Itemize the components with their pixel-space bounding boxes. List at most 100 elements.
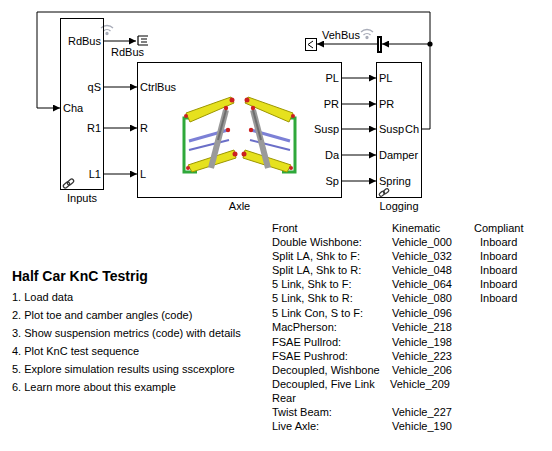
label-slot: Compliant xyxy=(474,222,524,235)
label-slot: R1 xyxy=(87,122,101,135)
port-name: Sp xyxy=(326,175,339,187)
label-slot: Da xyxy=(325,149,339,162)
table-cell: Vehicle_227 xyxy=(392,406,452,418)
table-cell: Vehicle_064 xyxy=(392,278,452,290)
library-link-icon xyxy=(63,178,75,189)
table-cell: Vehicle_198 xyxy=(392,336,452,348)
label-slot: Vehicle_223 xyxy=(392,350,452,363)
label-slot: Vehicle_064 xyxy=(392,278,452,291)
signal-line xyxy=(342,104,376,105)
port-name: CtrlBus xyxy=(140,81,176,93)
port-name: Cha xyxy=(63,102,83,114)
table-cell: 5 Link Con, S to F: xyxy=(272,307,363,319)
table-cell: Twist Beam: xyxy=(272,406,332,418)
signal-line xyxy=(104,41,136,42)
label-slot: Susp xyxy=(314,123,339,136)
label-slot: 5 Link, Shk to F: xyxy=(272,278,351,291)
label-slot: Vehicle_206 xyxy=(392,364,452,377)
bus-element-mark xyxy=(308,41,313,48)
label-slot: Double Wishbone: xyxy=(272,236,362,249)
signal-name: VehBus xyxy=(322,29,360,41)
table-cell: Vehicle_000 xyxy=(392,236,452,248)
port-name: Ch xyxy=(405,123,419,135)
wireless-icon xyxy=(361,30,373,39)
port-name: R1 xyxy=(87,122,101,134)
label-slot: Vehicle_198 xyxy=(392,336,452,349)
block-name: Inputs xyxy=(60,192,104,205)
table-cell: Rear xyxy=(272,392,296,404)
label-slot: MacPherson: xyxy=(272,321,337,334)
label-slot: R xyxy=(140,122,148,135)
label-slot: PR xyxy=(379,98,394,111)
table-cell: 5 Link, Shk to R: xyxy=(272,292,353,304)
suspension-left xyxy=(184,97,238,172)
table-cell: Decoupled, Wishbone xyxy=(272,364,380,376)
table-cell: Vehicle_080 xyxy=(392,292,452,304)
port-name: PR xyxy=(324,98,339,110)
label-slot: Sp xyxy=(326,175,339,188)
table-cell: FSAE Pullrod: xyxy=(272,336,341,348)
table-cell: Vehicle_223 xyxy=(392,350,452,362)
label-slot: Decoupled, Wishbone xyxy=(272,364,380,377)
menu-item: 2. Plot toe and camber angles (code) xyxy=(12,309,192,321)
menu-item: 5. Explore simulation results using ssce… xyxy=(12,363,235,375)
subsystem-block: Logging xyxy=(376,62,422,213)
port-name: L1 xyxy=(89,168,101,180)
label-slot: FSAE Pushrod: xyxy=(272,350,348,363)
block-name: RdBus xyxy=(111,46,149,59)
table-header: Kinematic xyxy=(392,222,440,234)
table-cell: Inboard xyxy=(480,236,517,248)
table-cell: Inboard xyxy=(480,264,517,276)
label-slot: 4. Plot KnC test sequence xyxy=(12,345,139,358)
table-cell: FSAE Pushrod: xyxy=(272,350,348,362)
label-slot: Vehicle_032 xyxy=(392,250,452,263)
label-slot: Rear xyxy=(272,392,296,405)
label-slot: Decoupled, Five Link xyxy=(272,378,375,391)
port-name: R xyxy=(140,122,148,134)
terminator-symbol xyxy=(136,35,149,46)
port-name: PR xyxy=(379,98,394,110)
signal-line xyxy=(104,87,137,88)
label-slot: Vehicle_080 xyxy=(392,292,452,305)
port-name: PL xyxy=(379,72,392,84)
label-slot: L xyxy=(140,168,146,181)
label-slot: Vehicle_227 xyxy=(392,406,452,419)
label-slot: Front xyxy=(272,222,298,235)
label-slot: Cha xyxy=(63,102,83,115)
table-cell: MacPherson: xyxy=(272,321,337,333)
label-slot: CtrlBus xyxy=(140,81,176,94)
port-name: RdBus xyxy=(68,35,101,47)
label-slot: Inboard xyxy=(480,292,517,305)
label-slot: 5 Link, Shk to R: xyxy=(272,292,353,305)
table-cell: Vehicle_032 xyxy=(392,250,452,262)
table-header: Compliant xyxy=(474,222,524,234)
signal-line xyxy=(104,128,137,129)
block-name: Logging xyxy=(376,200,422,213)
label-slot: Half Car KnC Testrig xyxy=(12,268,148,285)
table-cell: 5 Link, Shk to F: xyxy=(272,278,351,290)
signal-line xyxy=(37,12,430,129)
table-cell: Vehicle_048 xyxy=(392,264,452,276)
menu-item: 4. Plot KnC test sequence xyxy=(12,345,139,357)
block-name: Axle xyxy=(137,200,342,213)
bus-branch xyxy=(382,44,430,45)
label-slot: 1. Load data xyxy=(12,291,73,304)
port-name: Damper xyxy=(379,149,418,161)
table-cell: Split LA, Shk to F: xyxy=(272,250,360,262)
library-link-icon xyxy=(379,188,390,197)
table-cell: Inboard xyxy=(480,292,517,304)
table-cell: Vehicle_218 xyxy=(392,321,452,333)
port-name: Spring xyxy=(379,175,411,187)
bus-element-block xyxy=(306,39,317,51)
label-slot: VehBus xyxy=(322,29,360,42)
diagram-title: Half Car KnC Testrig xyxy=(12,268,148,284)
bus-bar xyxy=(377,36,382,53)
signal-line xyxy=(342,78,376,79)
label-slot: 5. Explore simulation results using ssce… xyxy=(12,363,235,376)
label-slot: L1 xyxy=(89,168,101,181)
suspension-right xyxy=(242,97,296,172)
port-name: Susp xyxy=(314,123,339,135)
label-slot: PR xyxy=(324,98,339,111)
signal-line xyxy=(342,129,376,130)
label-slot: Twist Beam: xyxy=(272,406,332,419)
